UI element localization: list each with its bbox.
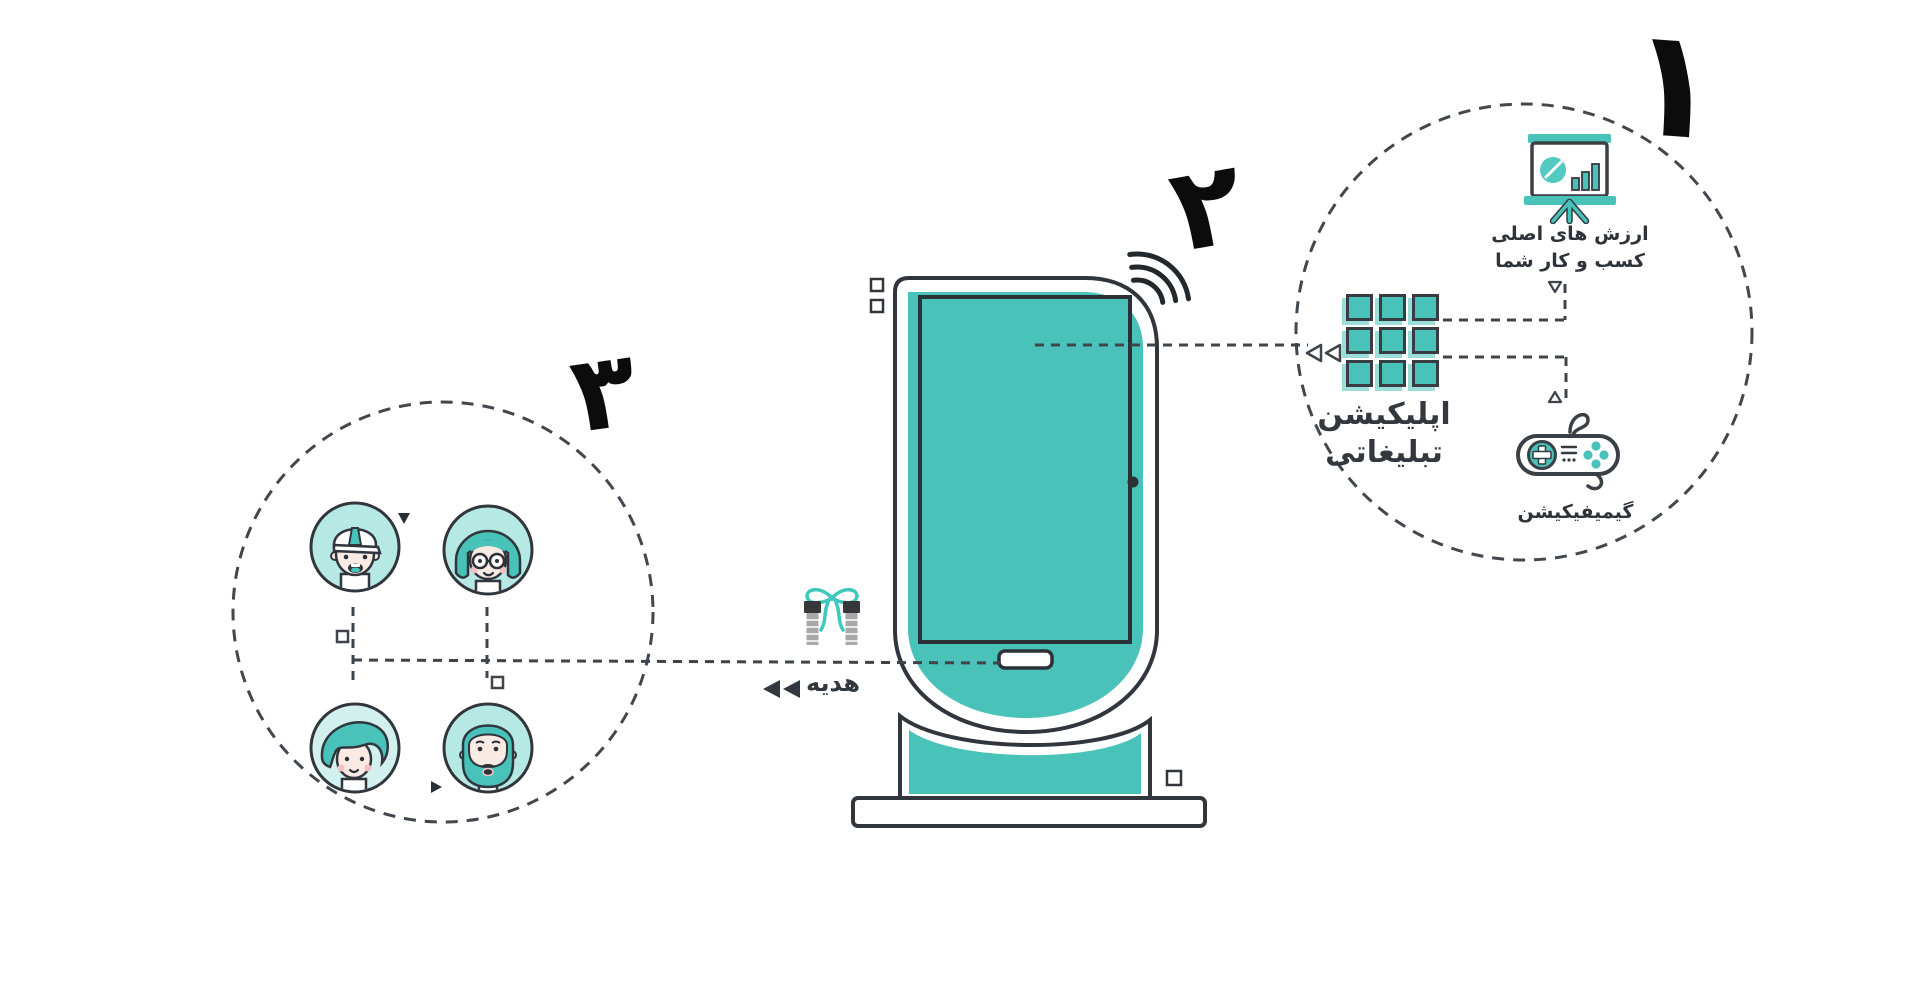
gift-bars [804,601,860,645]
presentation-board-icon [1524,134,1616,224]
wifi-signal-icon [1127,251,1191,305]
controller-cable-tail [1586,472,1604,491]
avatar-woman-glasses [442,504,534,596]
marker-down-triangle [1547,280,1563,294]
values-label-line1: ارزش های اصلی [1491,223,1649,245]
dashed-connectors [351,284,1568,682]
kiosk-illustration [851,251,1207,828]
node-squares [335,629,505,690]
avatar-woman-sideswept [309,702,401,794]
avatar-boy-cap [309,501,401,593]
step1-number: ۱ [1622,0,1726,175]
face-window [468,733,508,769]
tiny-deco-triangles [398,513,442,793]
ad-application-label: اپلیکیشن تبلیغاتی [1305,396,1463,472]
app-grid-cell [1379,327,1406,354]
step1-dashed-circle [1294,102,1754,562]
app-label-line2: تبلیغاتی [1325,435,1443,470]
kiosk-base [851,796,1207,828]
app-grid-cell [1346,294,1373,321]
gift-icon [804,588,860,645]
app-grid-cell [1379,360,1406,387]
hair [320,721,389,769]
kiosk-screen [918,295,1132,644]
kiosk-home-button [1127,476,1139,488]
controller-buttons [1583,441,1609,469]
kiosk-pedestal-fill [909,730,1141,794]
double-arrow-left-appgrid-icon [1305,343,1342,363]
cap-brim [332,543,382,555]
double-arrow-left-gift-icon [763,680,800,698]
gift-label: هدیه [805,669,861,697]
deco-squares [869,277,1183,787]
avatar-man-beard [442,702,534,794]
app-grid-cell [1412,327,1439,354]
app-grid-cell [1412,294,1439,321]
app-grid-cell [1412,360,1439,387]
hair [454,529,522,579]
values-label-line2: کسب و کار شما [1495,250,1645,272]
step3-dashed-circle [231,400,655,824]
app-grid-cell [1379,294,1406,321]
line-customers-to-kiosk [352,658,1001,665]
bar-chart-glyph [1571,163,1600,191]
gamification-label: گیمیفیکیشن [1517,501,1634,523]
app-grid-cell [1346,327,1373,354]
kiosk-dispenser-slot [997,649,1054,670]
cap-front-panel [347,527,363,546]
business-values-label: ارزش های اصلی کسب و کار شما [1480,221,1660,275]
controller-cable-top [1568,412,1590,438]
triangle-markers [1547,280,1563,404]
game-controller-icon [1516,412,1620,491]
gift-bow [805,588,859,632]
app-grid-icon [1346,294,1439,387]
marker-up-triangle [1547,390,1563,404]
app-grid-cell [1346,360,1373,387]
app-label-line1: اپلیکیشن [1317,397,1451,432]
